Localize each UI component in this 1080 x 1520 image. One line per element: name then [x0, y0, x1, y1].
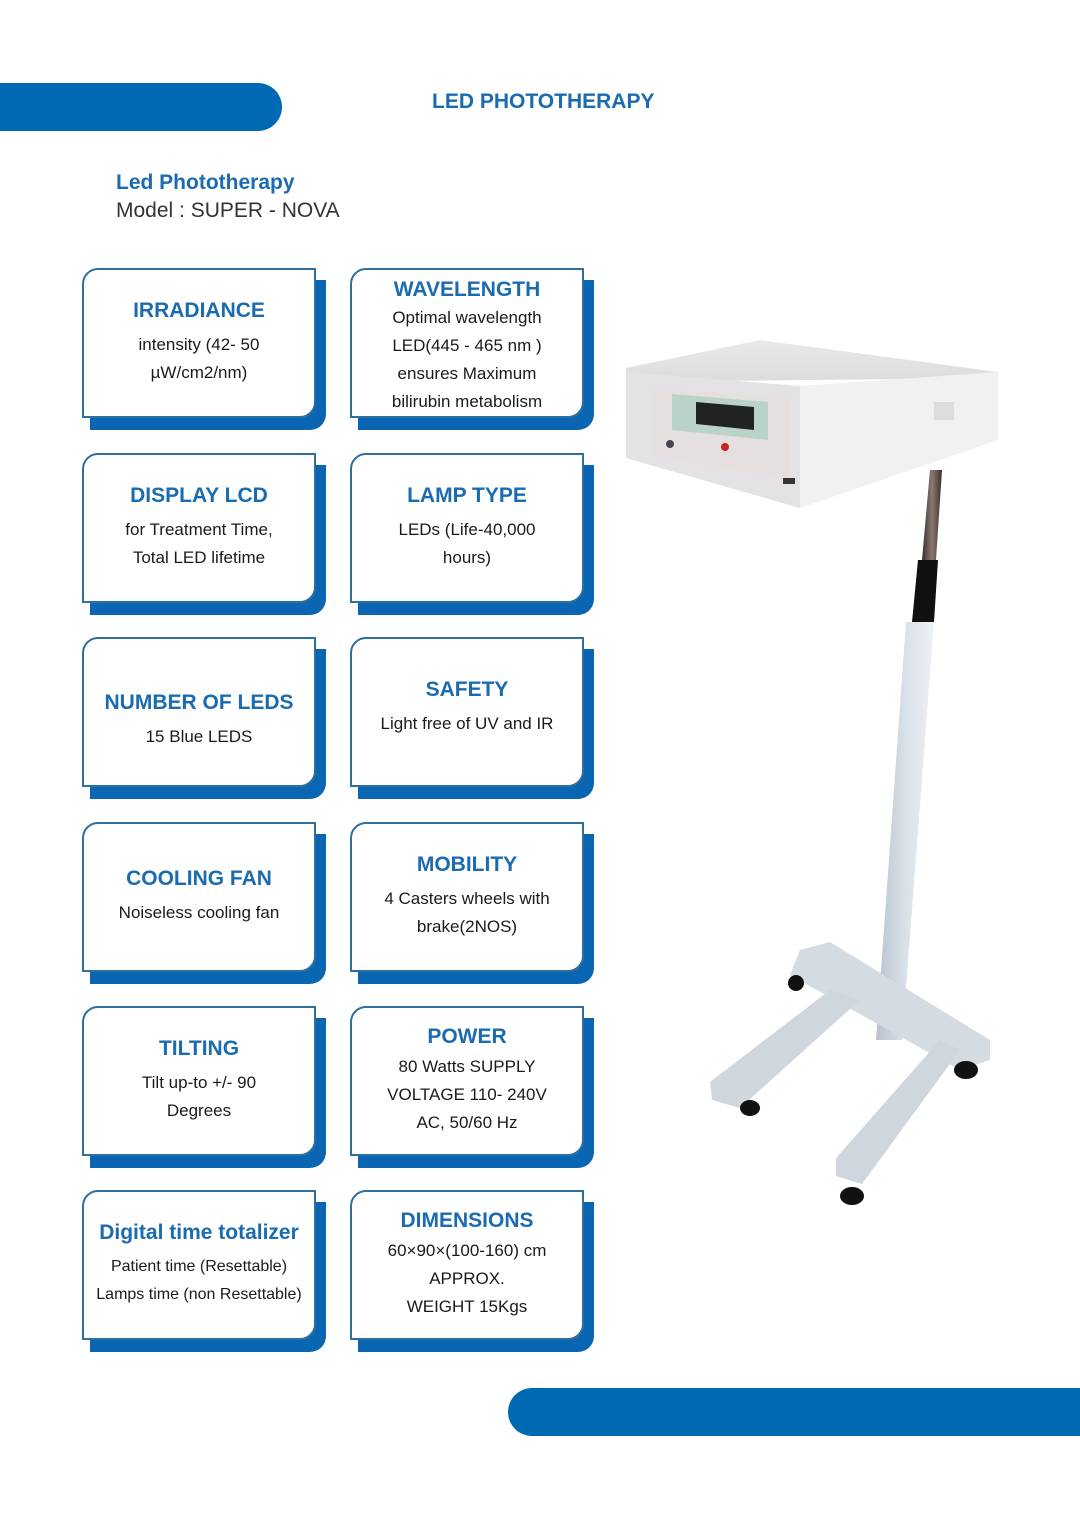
feature-card-dimensions: DIMENSIONS 60×90×(100-160) cm APPROX. WE…	[350, 1190, 594, 1352]
feature-card-tilting: TILTING Tilt up-to +/- 90 Degrees	[82, 1006, 326, 1168]
lcd-display	[696, 402, 754, 430]
feature-line: 80 Watts SUPPLY	[398, 1057, 536, 1076]
feature-line: WEIGHT 15Kgs	[406, 1297, 528, 1316]
reset-button-icon	[721, 443, 729, 451]
feature-card-number-of-leds: NUMBER OF LEDS 15 Blue LEDS	[82, 637, 326, 799]
feature-line: for Treatment Time,	[125, 520, 273, 539]
feature-line: hours)	[442, 548, 492, 567]
feature-line: LEDs (Life-40,000	[398, 520, 536, 539]
footer-decorative-bar	[508, 1388, 1080, 1436]
feature-card-irradiance: IRRADIANCE intensity (42- 50 µW/cm2/nm)	[82, 268, 326, 430]
feature-card-cooling-fan: COOLING FAN Noiseless cooling fan	[82, 822, 326, 984]
stand-pole	[876, 622, 934, 1040]
header-decorative-bar	[0, 83, 282, 131]
feature-line: intensity (42- 50	[138, 335, 260, 354]
feature-line: Lamps time (non Resettable)	[96, 1286, 302, 1303]
feature-line: Optimal wavelength	[392, 308, 542, 327]
base-crossbar	[790, 942, 990, 1070]
feature-line: 60×90×(100-160) cm	[387, 1241, 547, 1260]
power-button-icon	[666, 440, 674, 448]
feature-line: AC, 50/60 Hz	[416, 1113, 518, 1132]
feature-line: VOLTAGE 110- 240V	[387, 1085, 547, 1104]
feature-card-power: POWER 80 Watts SUPPLY VOLTAGE 110- 240V …	[350, 1006, 594, 1168]
telescopic-rod	[922, 470, 942, 560]
caster-wheel-icon	[954, 1061, 978, 1079]
base-leg-left	[710, 990, 860, 1108]
product-name: Led Phototherapy	[116, 171, 295, 194]
feature-title: TILTING	[158, 1037, 240, 1060]
feature-line: Patient time (Resettable)	[110, 1258, 288, 1275]
feature-card-mobility: MOBILITY 4 Casters wheels with brake(2NO…	[350, 822, 594, 984]
feature-card-lamp-type: LAMP TYPE LEDs (Life-40,000 hours)	[350, 453, 594, 615]
caster-wheel-icon	[840, 1187, 864, 1205]
device-label	[934, 402, 954, 420]
feature-title: IRRADIANCE	[133, 299, 265, 322]
port-icon	[783, 478, 795, 484]
feature-line: 4 Casters wheels with	[384, 889, 550, 908]
feature-line: Total LED lifetime	[132, 548, 266, 567]
feature-title: SAFETY	[425, 678, 509, 701]
feature-title: WAVELENGTH	[393, 278, 541, 301]
feature-title: DIMENSIONS	[400, 1209, 534, 1232]
product-model: Model : SUPER - NOVA	[116, 199, 340, 222]
feature-line: bilirubin metabolism	[391, 392, 543, 411]
feature-title: POWER	[427, 1025, 507, 1048]
feature-line: Noiseless cooling fan	[118, 903, 280, 922]
lamp-head-side	[800, 372, 998, 508]
feature-title: MOBILITY	[416, 853, 518, 876]
caster-wheel-icon	[788, 975, 804, 991]
feature-card-wavelength: WAVELENGTH Optimal wavelength LED(445 - …	[350, 268, 594, 430]
feature-line: ensures Maximum	[397, 364, 537, 383]
feature-title: COOLING FAN	[126, 867, 272, 890]
feature-title: NUMBER OF LEDS	[104, 691, 294, 714]
height-clamp	[912, 560, 938, 622]
feature-card-digital-time-totalizer: Digital time totalizer Patient time (Res…	[82, 1190, 326, 1352]
feature-card-safety: SAFETY Light free of UV and IR	[350, 637, 594, 799]
feature-line: Tilt up-to +/- 90	[141, 1073, 257, 1092]
feature-line: Light free of UV and IR	[380, 714, 554, 733]
feature-title: LAMP TYPE	[407, 484, 527, 507]
page-title: LED PHOTOTHERAPY	[432, 90, 655, 113]
feature-line: brake(2NOS)	[416, 917, 518, 936]
feature-line: µW/cm2/nm)	[150, 363, 248, 382]
feature-title: DISPLAY LCD	[130, 484, 268, 507]
feature-line: 15 Blue LEDS	[145, 727, 253, 746]
base-leg-right	[836, 1040, 960, 1184]
feature-title: Digital time totalizer	[99, 1221, 299, 1244]
lamp-head-top	[626, 340, 998, 382]
feature-line: Degrees	[166, 1101, 232, 1120]
caster-wheel-icon	[740, 1100, 760, 1116]
device-image	[626, 340, 998, 1205]
feature-line: LED(445 - 465 nm )	[392, 336, 542, 355]
feature-line: APPROX.	[429, 1269, 505, 1288]
feature-card-display-lcd: DISPLAY LCD for Treatment Time, Total LE…	[82, 453, 326, 615]
